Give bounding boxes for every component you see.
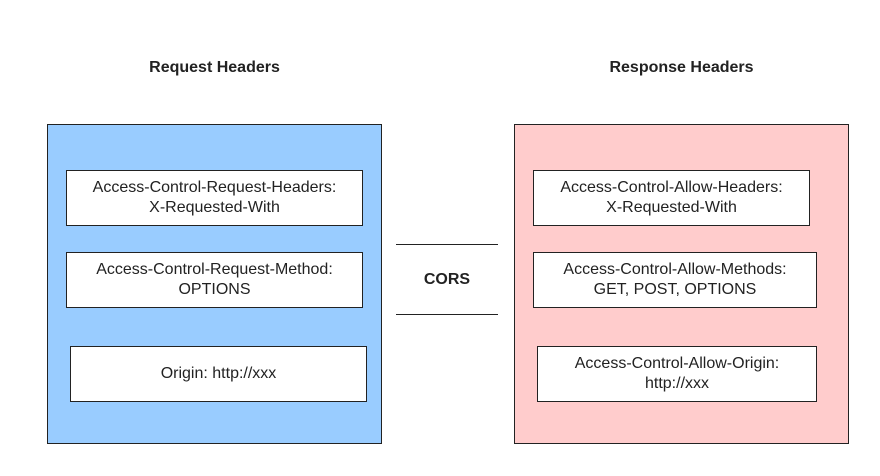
response-header-box-3: Access-Control-Allow-Origin: http://xxx — [537, 346, 817, 402]
request-header-2-value: OPTIONS — [178, 281, 251, 298]
cors-bottom-line — [396, 314, 498, 315]
request-header-box-2: Access-Control-Request-Method: OPTIONS — [66, 252, 363, 308]
request-header-box-1: Access-Control-Request-Headers: X-Reques… — [66, 170, 363, 226]
response-header-box-1: Access-Control-Allow-Headers: X-Requeste… — [533, 170, 810, 226]
response-headers-title: Response Headers — [609, 59, 754, 76]
request-header-2-name: Access-Control-Request-Method: — [96, 261, 333, 278]
request-headers-title: Request Headers — [149, 59, 280, 76]
response-header-3-value: http://xxx — [644, 375, 710, 392]
request-header-3-name: Origin: http://xxx — [160, 365, 277, 382]
request-header-box-3: Origin: http://xxx — [70, 346, 367, 402]
response-header-box-2: Access-Control-Allow-Methods: GET, POST,… — [533, 252, 817, 308]
response-header-3-name: Access-Control-Allow-Origin: — [574, 355, 780, 372]
response-header-2-value: GET, POST, OPTIONS — [593, 281, 757, 298]
response-header-1-name: Access-Control-Allow-Headers: — [560, 179, 783, 196]
request-header-1-value: X-Requested-With — [149, 199, 280, 216]
request-header-1-name: Access-Control-Request-Headers: — [92, 179, 337, 196]
response-header-1-value: X-Requested-With — [606, 199, 737, 216]
cors-top-line — [396, 244, 498, 245]
response-header-2-name: Access-Control-Allow-Methods: — [563, 261, 787, 278]
cors-label: CORS — [423, 271, 471, 288]
